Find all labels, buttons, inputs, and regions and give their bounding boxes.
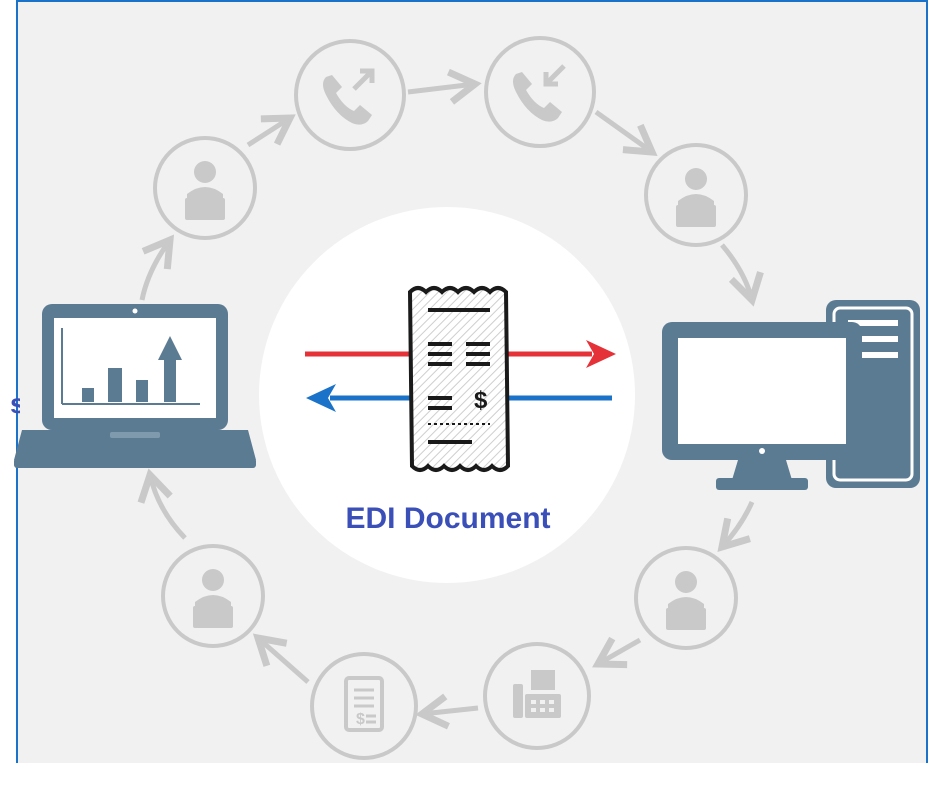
arrow-laptop-to-person	[139, 234, 175, 301]
person-at-laptop-icon	[161, 544, 265, 648]
edi-document-icon: $	[407, 286, 511, 472]
clipped-label-text: s	[10, 388, 20, 419]
phone-incoming-icon	[484, 36, 596, 148]
person-at-laptop-icon	[634, 546, 738, 650]
arrow-person-to-desktop	[720, 243, 764, 307]
arrow-phone-out-to-phone-in	[407, 68, 482, 105]
arrow-person-to-fax	[592, 636, 642, 669]
cycle-arrows	[137, 68, 764, 730]
arrow-phone-in-to-person	[594, 109, 658, 156]
center-caption: EDI Document	[345, 502, 550, 535]
phone-outgoing-icon	[294, 39, 406, 151]
invoice-icon: $	[310, 652, 418, 760]
fax-machine-icon	[483, 642, 591, 750]
arrow-invoice-to-person	[252, 633, 310, 684]
desktop-computer-icon	[662, 300, 920, 490]
arrow-fax-to-invoice	[415, 693, 479, 730]
person-at-laptop-icon	[644, 143, 748, 247]
arrow-person-to-laptop	[137, 468, 187, 540]
svg-text:$: $	[356, 711, 365, 728]
arrow-desktop-to-person	[717, 500, 755, 553]
laptop-chart-icon	[14, 304, 256, 468]
person-at-laptop-icon	[153, 136, 257, 240]
arrow-person-to-phone-out	[246, 114, 296, 148]
document-dollar-sign: $	[474, 387, 488, 414]
